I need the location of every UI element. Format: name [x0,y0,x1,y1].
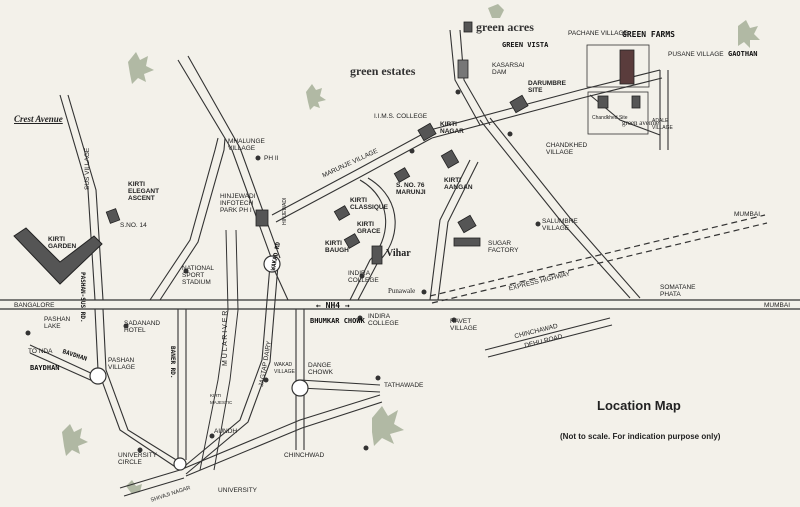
location-dots [25,89,541,453]
roundabouts [89,255,309,471]
kirti-garden-marker [13,227,103,285]
university-label: UNIVERSITY [218,487,258,494]
project-blocks [105,21,641,265]
hinjewadi-label: HINJEWADI [282,197,288,225]
kirti-grace-label: KIRTI GRACE [357,221,381,235]
adale-village-label: ADALE VILLAGE [652,118,673,131]
kirti-nagar-label: KIRTI NAGAR [440,121,464,135]
mumbai-right-label: MUMBAI [764,302,790,309]
nh4-label: ← NH4 → [316,301,350,310]
ph2-label: PH II [264,155,279,162]
bhumkar-chowk-label: BHUMKAR CHOWK [310,317,365,325]
kirti-garden-label: KIRTI GARDEN [48,236,77,250]
tathawade-label: TATHAWADE [384,382,424,389]
vihar-label: Vihar [386,248,411,259]
somatane-phata-label: SOMATANE PHATA [660,284,696,298]
dange-chowk-label: DANGE CHOWK [308,362,333,376]
hinjewadi-park-label: HINJEWADI INFOTECH PARK PH I [220,193,256,214]
gaothan-label: GAOTHAN [728,50,758,58]
pusane-village-label: PUSANE VILLAGE [668,51,724,58]
mula-river-label: M U L A R I V E R [222,310,229,366]
green-vista-label: GREEN VISTA [502,41,549,49]
map-title: Location Map [597,398,681,413]
s-no-76-label: S. NO. 76 MARUNJI [396,182,426,196]
university-circle-label: UNIVERSITY CIRCLE [118,452,157,466]
kirti-elegant-ascent-label: KIRTI ELEGANT ASCENT [128,181,160,202]
pachane-site-outline [586,44,650,88]
chandkhed-site-label: Chandkhed Site [592,115,628,121]
ims-college-label: I.I.M.S. COLLEGE [374,113,428,120]
indira-college-2-label: INDIRA COLLEGE [368,313,399,327]
mhalunge-village-label: MHALUNGE VILLAGE [228,138,265,152]
kasarsai-dam-label: KASARSAI DAM [492,62,525,76]
nh4-highway [0,299,800,310]
kirti-classique-label: KIRTI CLASSIQUE [350,197,388,211]
green-estates-label: green estates [350,64,416,78]
national-sport-stadium-label: NATIONAL SPORT STADIUM [182,265,214,286]
aundh-label: AUNDH [214,428,238,435]
green-avenue-label: green avenue [622,119,660,127]
sugar-factory-label: SUGAR FACTORY [488,240,519,254]
roads [29,29,669,497]
chandkhed-site-outline [587,91,649,135]
decorative-leaves [62,4,760,494]
map-subtitle: (Not to scale. For indication purpose on… [560,432,721,441]
baner-rd-label: BANER RD. [169,346,176,379]
green-acres-label: green acres [476,20,534,34]
sus-village-label: SUS VILLAGE [84,147,91,190]
wakad-village-label: WAKAD VILLAGE [274,362,295,375]
kirti-baugh-label: KIRTI BAUGH [325,240,349,254]
baydhan-label: BAYDHAN [30,364,60,372]
sadanand-hotel-label: SADANAND HOTEL [124,320,161,334]
pashan-village-label: PASHAN VILLAGE [108,357,136,371]
express-highway [429,214,768,304]
dehu-road [484,317,613,358]
chandkhed-village-label: CHANDKHED VILLAGE [546,142,588,156]
mumbai-top-label: MUMBAI [734,211,760,218]
green-farms-label: GREEN FARMS [622,30,675,39]
chinchwad-label: CHINCHWAD [284,452,325,459]
pachane-village-label: PACHANE VILLAGE [568,30,628,37]
bangalore-label: BANGALORE [14,302,55,309]
punawale-label: Punawale [388,287,416,295]
darumbre-site-label: DARUMBRE SITE [528,80,566,94]
indira-college-1-label: INDIRA COLLEGE [348,270,379,284]
pachane-village-text: PACHANE VILLAGE [568,30,628,37]
s-no-14-label: S.NO. 14 [120,222,147,229]
kirti-majestic-label: KIRTI MAJESTIC [210,393,233,405]
kirti-aangan-label: KIRTI AANGAN [444,177,473,191]
pashan-sus-rd-label: PASHAN-SUS RD. [79,272,86,323]
to-nda-label: TO NDA [28,348,53,355]
mula-river [199,229,239,471]
ravet-village-label: RAVET VILLAGE [450,318,478,332]
crest-avenue-label: Crest Avenue [14,114,63,124]
pashan-lake-label: PASHAN LAKE [44,316,71,330]
salumbre-village-label: SALUMBRE VILLAGE [542,218,578,232]
